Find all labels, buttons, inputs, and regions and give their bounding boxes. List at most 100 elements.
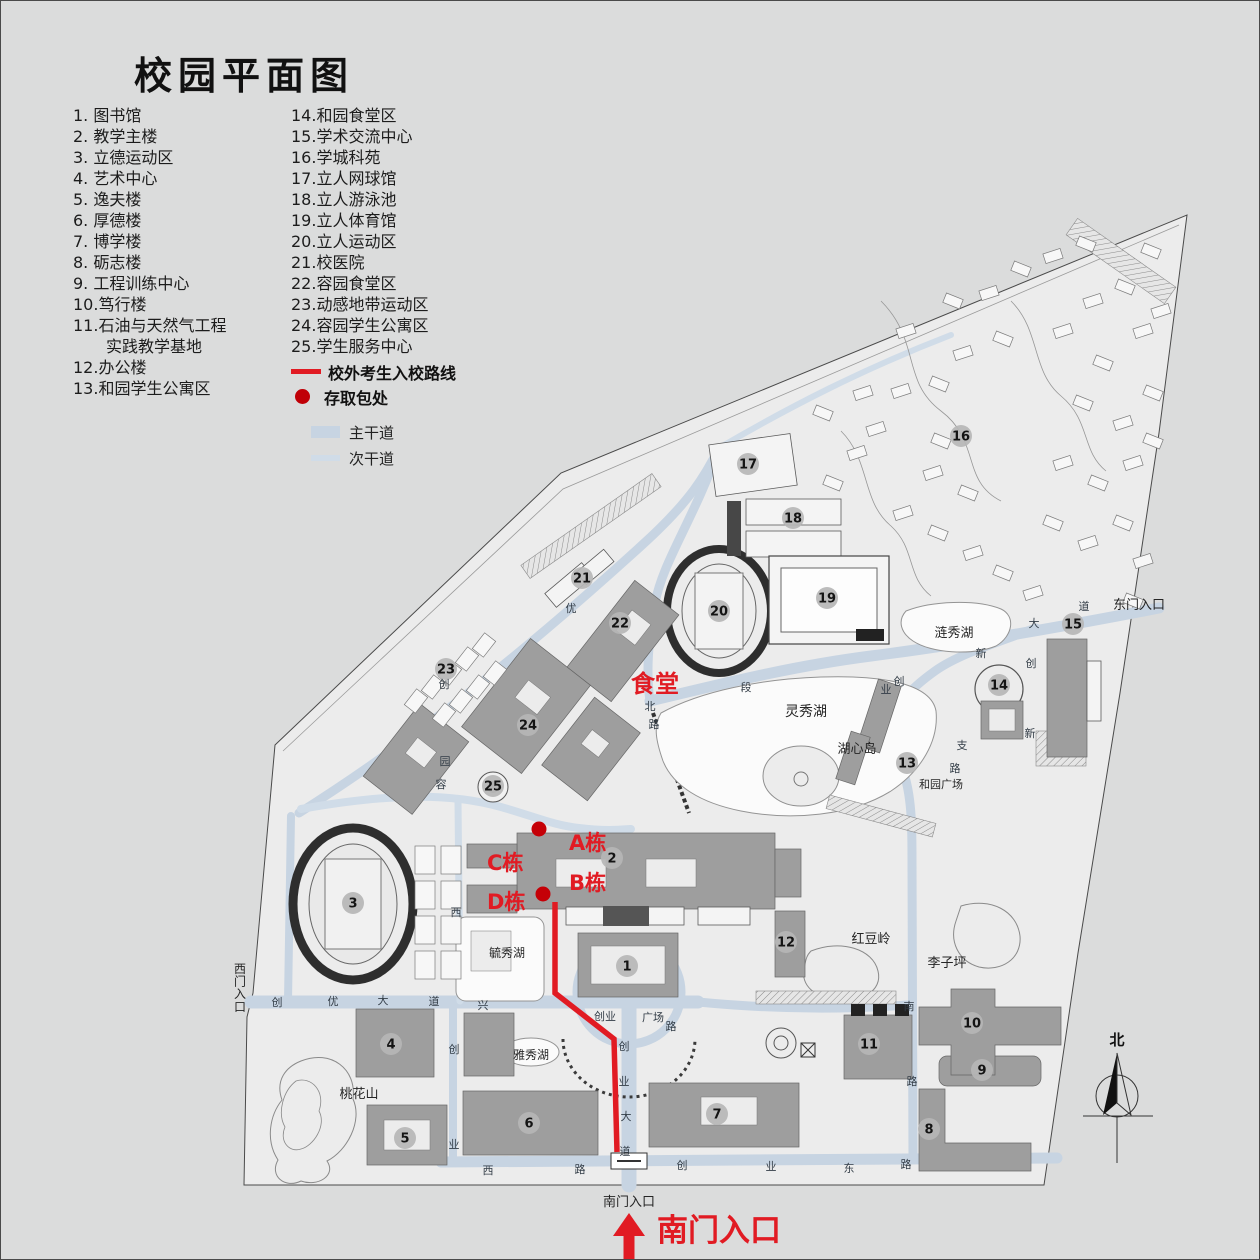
residential-area-16 [812, 235, 1172, 610]
residential-building [1010, 260, 1032, 278]
route-line-swatch [291, 369, 321, 374]
map-marker-3: 3 [342, 892, 364, 914]
main-road-label: 主干道 [349, 423, 395, 442]
map-label: 毓秀湖 [489, 945, 525, 960]
legend-item: 23.动感地带运动区 [291, 295, 429, 314]
svg-text:北: 北 [1109, 1031, 1124, 1049]
residential-building [1132, 553, 1154, 569]
road-name-char: 业 [619, 1075, 630, 1088]
bag-label: 存取包处 [324, 388, 389, 408]
courts-west [414, 845, 462, 980]
road-name-char: 创 [1026, 657, 1037, 670]
legend-route-row: 校外考生入校路线 [291, 359, 531, 384]
road-name-char: 道 [620, 1144, 631, 1158]
road-name-char: 业 [766, 1160, 777, 1173]
residential-building [922, 465, 944, 481]
legend-secondary-road-row: 次干道 [311, 445, 531, 471]
map-marker-21: 21 [571, 567, 593, 589]
residential-building [1112, 514, 1134, 532]
red-annotation: 南门入口 [657, 1213, 781, 1249]
map-label: 雅秀湖 [513, 1047, 549, 1062]
map-label: 灵秀湖 [785, 704, 827, 720]
svg-text:25: 25 [484, 780, 502, 795]
road-name-char: 道 [1079, 599, 1090, 613]
legend-item: 2. 教学主楼 [73, 127, 158, 146]
map-label: 和园广场 [919, 777, 963, 791]
residential-building [1122, 455, 1144, 471]
residential-building [1114, 278, 1136, 296]
road-name-char: 路 [901, 1158, 912, 1171]
map-marker-7: 7 [706, 1103, 728, 1125]
svg-text:6: 6 [524, 1117, 533, 1132]
road-name-char: 大 [378, 993, 389, 1007]
secondary-road-swatch [311, 455, 340, 461]
map-label: 桃花山 [339, 1086, 378, 1102]
map-marker-22: 22 [609, 612, 631, 634]
road-name-char: 创业 [594, 1010, 616, 1023]
south-gate-arrow-head [613, 1213, 645, 1236]
residential-building [962, 545, 984, 561]
legend-item: 13.和园学生公寓区 [73, 379, 211, 398]
map-marker-23: 23 [435, 658, 457, 680]
residential-building [890, 383, 912, 399]
map-marker-4: 4 [380, 1033, 402, 1055]
residential-building [1122, 592, 1144, 610]
map-marker-9: 9 [971, 1059, 993, 1081]
residential-building [1042, 514, 1064, 532]
residential-building [1142, 432, 1164, 450]
legend-item: 18.立人游泳池 [291, 190, 397, 209]
legend-item: 17.立人网球馆 [291, 169, 397, 188]
residential-building [852, 385, 874, 401]
bag-storage-dot [535, 886, 551, 902]
road-name-char: 新 [1025, 726, 1036, 740]
svg-text:24: 24 [519, 719, 537, 734]
residential-building [822, 474, 844, 492]
svg-text:8: 8 [924, 1123, 933, 1138]
secondary-road-label: 次干道 [349, 449, 395, 468]
legend-item: 22.容园食堂区 [291, 274, 397, 293]
residential-building [1140, 242, 1162, 260]
road-name-char: 兴 [478, 999, 489, 1012]
legend-item: 7. 博学楼 [73, 232, 142, 251]
map-marker-12: 12 [775, 931, 797, 953]
legend-item: 21.校医院 [291, 253, 365, 272]
svg-text:2: 2 [607, 852, 616, 867]
building-15 [1046, 638, 1088, 758]
residential-building [992, 564, 1014, 582]
map-marker-24: 24 [517, 714, 539, 736]
svg-text:21: 21 [573, 572, 591, 587]
svg-text:1: 1 [622, 960, 631, 975]
road-name-char: 支 [957, 739, 968, 752]
svg-text:10: 10 [963, 1017, 981, 1032]
road-name-char: 创 [449, 1043, 460, 1056]
map-marker-14: 14 [988, 674, 1010, 696]
svg-text:16: 16 [952, 430, 970, 445]
building-d [466, 884, 518, 914]
svg-text:4: 4 [386, 1038, 395, 1053]
legend-item: 25.学生服务中心 [291, 337, 413, 356]
map-label: 西门入口 [234, 962, 246, 1014]
road-name-char: 路 [907, 1075, 918, 1088]
residential-building [942, 292, 964, 310]
map-marker-13: 13 [896, 752, 918, 774]
road-name-char: 新 [976, 646, 987, 660]
red-annotation: D栋 [487, 890, 525, 914]
map-markers: 1234567891011121314151617181920212223242… [342, 425, 1084, 1149]
road-name-char: 西 [451, 906, 462, 919]
page-title: 校园平面图 [134, 54, 355, 98]
map-label: 涟秀湖 [934, 625, 973, 641]
residential-building [1072, 394, 1094, 412]
legend-item: 6. 厚德楼 [73, 211, 142, 230]
lakes [455, 602, 1011, 1067]
svg-text:18: 18 [784, 512, 802, 527]
legend-item: 14.和园食堂区 [291, 106, 397, 125]
map-label: 东门入口 [1113, 598, 1165, 613]
svg-text:5: 5 [400, 1132, 409, 1147]
legend-item: 12.办公楼 [73, 358, 147, 377]
legend-item: 24.容园学生公寓区 [291, 316, 429, 335]
exam-entry-route [552, 902, 620, 1153]
map-marker-19: 19 [816, 587, 838, 609]
road-name-char: 广场 [642, 1010, 664, 1024]
